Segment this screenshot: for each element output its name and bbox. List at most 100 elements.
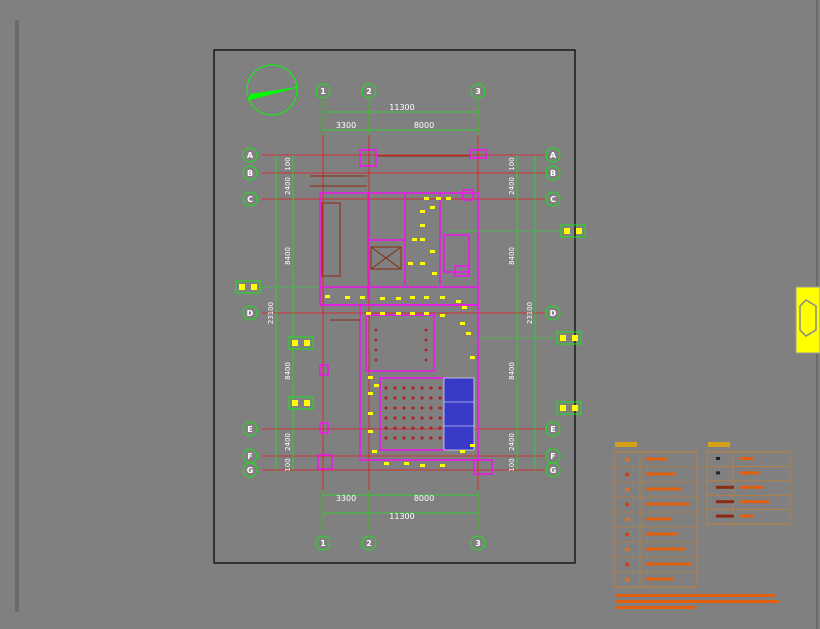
fixture-mark [430, 250, 435, 253]
fixture-mark [436, 197, 441, 200]
axis-bubble-right-7-label: G [550, 466, 557, 475]
axis-bubble-left-4-label: D [247, 309, 254, 318]
legend-2-heading [708, 442, 730, 447]
ceiling-light-dot [402, 386, 406, 390]
legend-1-text-mark [646, 562, 692, 566]
legend-2-symbol [716, 457, 720, 460]
legend-2-symbol [716, 514, 734, 518]
axis-bubble-top-1-label: 1 [320, 87, 326, 96]
ceiling-light-dot [384, 406, 388, 410]
axis-bubble-bottom-2-label: 2 [366, 539, 372, 548]
legend-table-1-rows [614, 451, 697, 588]
axis-bubble-right-4-label: D [550, 309, 557, 318]
dim-right-seg-6: 100 [508, 458, 516, 471]
legend-1-symbol [625, 562, 629, 567]
axis-bubble-right-3-label: C [550, 195, 556, 204]
legend-1-text-mark [646, 472, 675, 476]
axis-bubble-left-3: C [242, 191, 258, 207]
axis-bubble-right-5: E [545, 421, 561, 437]
fixture-mark [374, 384, 379, 387]
legend-2-text-mark [740, 485, 764, 489]
dim-right-seg-1: 100 [508, 157, 516, 170]
legend-table-2-rows [707, 451, 790, 525]
fixture-mark [404, 462, 409, 465]
fixture-mark [420, 224, 425, 227]
fixture-mark [380, 297, 385, 300]
fixture-mark [466, 332, 471, 335]
axis-bubble-left-2-label: B [247, 169, 253, 178]
dim-left-seg-1: 100 [284, 157, 292, 170]
ceiling-light-dot [424, 328, 428, 332]
fixture-mark [462, 306, 467, 309]
fixture-mark [380, 312, 385, 315]
ceiling-light-dot [429, 426, 433, 430]
legend-1-symbol [625, 547, 629, 552]
axis-bubble-left-2: B [242, 165, 258, 181]
section-markers [235, 224, 586, 415]
fixture-mark [368, 376, 373, 379]
axis-bubble-bottom-1-label: 1 [320, 539, 326, 548]
ceiling-light-dot [420, 426, 424, 430]
dim-left-total: 23100 [267, 302, 275, 324]
fixture-mark [420, 262, 425, 265]
fixture-mark [396, 297, 401, 300]
building-walls [319, 192, 479, 461]
fixture-mark [410, 296, 415, 299]
fixture-mark [440, 464, 445, 467]
ceiling-light-grid [374, 328, 442, 440]
ceiling-light-dot [424, 348, 428, 352]
fixture-mark [456, 300, 461, 303]
axis-bubble-left-1: A [242, 147, 258, 163]
ceiling-light-dot [420, 416, 424, 420]
fixture-mark [460, 450, 465, 453]
wall-columns [317, 149, 493, 475]
dim-right-seg-3: 8400 [508, 247, 516, 265]
axis-bubble-top-3: 3 [470, 83, 486, 99]
dim-right-total: 23100 [526, 302, 534, 324]
fixture-mark [412, 238, 417, 241]
fixture-mark [372, 450, 377, 453]
ceiling-light-dot [393, 436, 397, 440]
fixture-mark [408, 262, 413, 265]
dimension-lines [275, 100, 536, 530]
fixture-mark [430, 206, 435, 209]
ceiling-light-dot [411, 396, 415, 400]
legend-2-symbol [716, 500, 734, 504]
ceiling-light-dot [402, 416, 406, 420]
ceiling-light-dot [384, 396, 388, 400]
legend-2-text-mark [740, 457, 754, 460]
fixture-mark [446, 197, 451, 200]
legend-1-symbol [625, 532, 629, 537]
fixture-mark [470, 356, 475, 359]
axis-bubble-top-1: 1 [315, 83, 331, 99]
fixture-mark [424, 197, 429, 200]
right-dimensions: 100 2400 8400 23100 8400 2400 100 [508, 157, 534, 471]
axis-bubble-right-2-label: B [550, 169, 556, 178]
fixture-mark [368, 430, 373, 433]
ceiling-light-dot [438, 436, 442, 440]
legend-1-text-mark [646, 577, 674, 581]
axis-bubble-right-6: F [545, 448, 561, 464]
fixture-mark [396, 312, 401, 315]
fixture-mark [440, 314, 445, 317]
axis-bubble-left-5: E [242, 421, 258, 437]
axis-bubble-left-7-label: G [247, 466, 254, 475]
axis-bubble-left-6: F [242, 448, 258, 464]
legend-1-symbol [625, 517, 629, 522]
fixture-mark [325, 295, 330, 298]
fixture-mark [424, 312, 429, 315]
ceiling-light-dot [393, 416, 397, 420]
axis-bubble-bottom-3: 3 [470, 535, 486, 551]
dim-top-right: 8000 [414, 121, 434, 130]
fixture-mark [420, 210, 425, 213]
legend-1-symbol [625, 472, 629, 477]
ceiling-light-dot [424, 338, 428, 342]
axis-bubble-left-4: D [242, 305, 258, 321]
ceiling-light-dot [393, 396, 397, 400]
legend-2-symbol [716, 471, 720, 475]
dim-top-left: 3300 [336, 121, 356, 130]
side-panel-tab[interactable] [795, 286, 820, 354]
legend-1-symbol [625, 457, 629, 462]
